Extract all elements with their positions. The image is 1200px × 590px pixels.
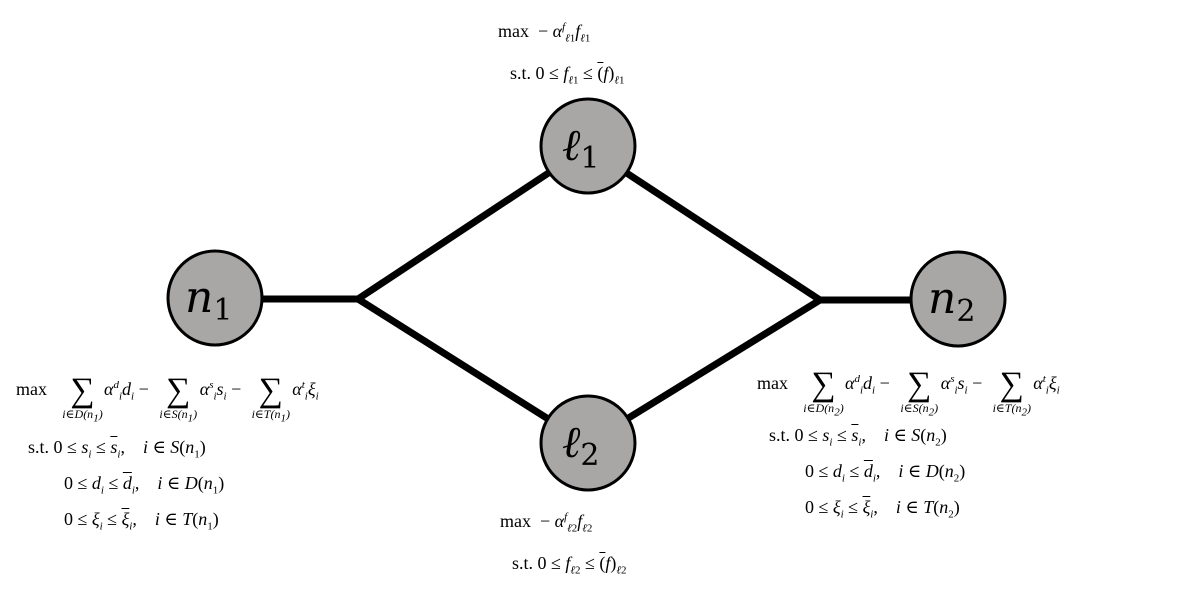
n2-constraint-2: 0 ≤ di ≤ di, i ∈ D(n2) — [805, 461, 966, 485]
edge-l2-junction — [618, 296, 824, 426]
l1-constraint: s.t. 0 ≤ fℓ1 ≤ (f)ℓ1 — [510, 63, 625, 87]
node-l1: ℓ1 — [539, 97, 637, 195]
n2-constraint-1: s.t. 0 ≤ si ≤ si, i ∈ S(n2) — [769, 425, 947, 449]
node-n2: n2 — [909, 250, 1007, 348]
node-l2: ℓ2 — [539, 394, 637, 492]
n1-constraint-2: 0 ≤ di ≤ di, i ∈ D(n1) — [64, 473, 225, 497]
node-l1-label: ℓ1 — [562, 120, 599, 176]
node-n2-label: n2 — [928, 273, 975, 329]
edge-junction-l2 — [354, 295, 557, 426]
n2-constraint-3: 0 ≤ ξi ≤ ξi, i ∈ T(n2) — [805, 497, 960, 521]
edges — [258, 166, 916, 426]
l2-constraint: s.t. 0 ≤ fℓ2 ≤ (f)ℓ2 — [512, 553, 627, 577]
n2-objective: max ∑i∈D(n2) αdidi − ∑i∈S(n2) αsisi − ∑i… — [757, 366, 1060, 419]
edge-l1-junction — [618, 166, 824, 304]
edge-junction-l1 — [354, 166, 557, 303]
node-n1: n1 — [166, 249, 264, 347]
l2-objective: max − αfℓ2fℓ2 — [500, 511, 593, 535]
l1-objective: max − αfℓ1fℓ1 — [498, 21, 591, 45]
n1-objective: max ∑i∈D(n1) αdidi − ∑i∈S(n1) αsisi − ∑i… — [16, 372, 319, 425]
node-l2-label: ℓ2 — [562, 417, 599, 473]
n1-constraint-3: 0 ≤ ξi ≤ ξi, i ∈ T(n1) — [64, 509, 219, 533]
n1-constraint-1: s.t. 0 ≤ si ≤ si, i ∈ S(n1) — [28, 437, 206, 461]
node-n1-label: n1 — [185, 272, 232, 328]
